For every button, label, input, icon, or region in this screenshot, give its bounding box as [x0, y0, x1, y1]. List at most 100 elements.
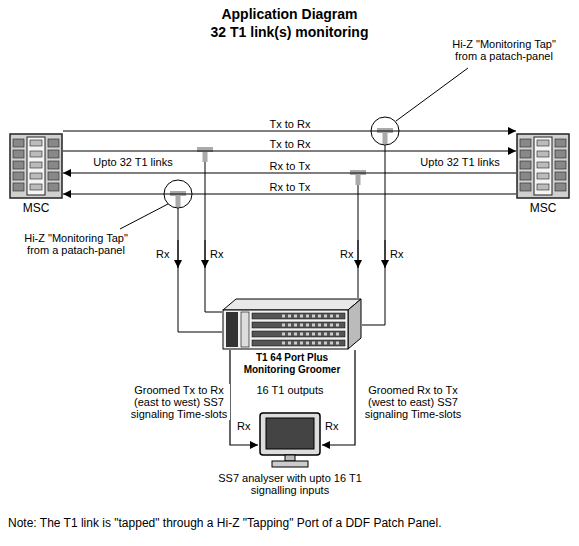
- drawing-part: [520, 172, 531, 180]
- drawing-part: [294, 324, 297, 327]
- drawing-part: [318, 324, 321, 327]
- drawing-part: [27, 137, 45, 195]
- drawing-part: [288, 342, 291, 345]
- drawing-part: [318, 342, 321, 345]
- drawing-part: [13, 150, 24, 158]
- drawing-part: [48, 172, 59, 180]
- drawing-part: [48, 183, 59, 191]
- drawing-part: [306, 342, 309, 345]
- drawing-part: [330, 333, 333, 336]
- drawing-part: [336, 324, 339, 327]
- connector-label: Tx to Rx: [268, 138, 313, 150]
- text-label: Rx: [325, 420, 343, 432]
- drawing-part: [48, 139, 59, 147]
- drawing-part: [348, 299, 361, 349]
- drawing-part: [520, 183, 531, 191]
- drawing-part: [241, 312, 249, 347]
- drawing-part: [260, 413, 320, 455]
- drawing-part: [306, 324, 309, 327]
- drawing-part: [282, 342, 285, 345]
- drawing-part: [13, 183, 24, 191]
- drawing-part: [203, 152, 208, 162]
- drawing-part: [30, 162, 42, 168]
- drawing-part: [288, 324, 291, 327]
- drawing-part: [336, 342, 339, 345]
- drawing-part: [272, 461, 308, 467]
- drawing-part: [205, 158, 222, 312]
- text-label: Rx: [390, 248, 408, 260]
- drawing-part: [300, 333, 303, 336]
- drawing-part: [13, 161, 24, 169]
- connector-label: Groomed Rx to Tx (west to east) SS7 sign…: [362, 384, 464, 420]
- drawing-part: [555, 172, 566, 180]
- connector-line: [63, 150, 516, 151]
- drawing-part: [324, 315, 327, 318]
- drawing-part: [170, 128, 393, 207]
- drawing-part: [282, 324, 285, 327]
- drawing-part: [13, 139, 24, 147]
- drawing-part: [537, 151, 549, 157]
- diagram-title: Application Diagram: [0, 6, 579, 23]
- drawing-part: [300, 315, 303, 318]
- node-box: T1 64 Port Plus Monitoring Groomer: [222, 298, 362, 350]
- drawing-part: [223, 299, 361, 310]
- drawing-part: [537, 184, 549, 190]
- connector-label: Groomed Tx to Rx (east to west) SS7 sign…: [128, 384, 230, 420]
- drawing-part: [356, 175, 361, 185]
- drawing-part: [13, 172, 24, 180]
- drawing-part: [282, 333, 285, 336]
- drawing-part: [10, 134, 62, 198]
- text-label: Rx: [210, 248, 228, 260]
- groomer-chassis-icon: [222, 298, 362, 350]
- drawing-part: [336, 315, 339, 318]
- drawing-part: [300, 324, 303, 327]
- text-label: Upto 32 T1 links: [88, 156, 178, 168]
- text-label: Rx: [340, 248, 358, 260]
- text-label: Upto 32 T1 links: [410, 156, 510, 168]
- drawing-part: [178, 240, 179, 268]
- connector-line: [63, 130, 516, 131]
- analyser-monitor-icon: [258, 412, 322, 468]
- drawing-part: [324, 324, 327, 327]
- drawing-part: [288, 315, 291, 318]
- connector-line: [63, 172, 516, 173]
- drawing-part: [520, 139, 531, 147]
- drawing-part: [358, 180, 359, 298]
- drawing-part: [312, 315, 315, 318]
- drawing-part: [385, 240, 386, 268]
- drawing-part: [312, 333, 315, 336]
- text-label: 16 T1 outputs: [245, 384, 335, 396]
- drawing-part: [555, 161, 566, 169]
- drawing-part: [312, 342, 315, 345]
- node-box: SS7 analyser with upto 16 T1 signalling …: [258, 412, 322, 468]
- msc-switch-icon: [516, 133, 570, 199]
- drawing-part: [306, 333, 309, 336]
- drawing-part: [252, 322, 345, 328]
- drawing-part: [205, 240, 206, 268]
- drawing-part: [520, 150, 531, 158]
- drawing-part: [330, 315, 333, 318]
- text-label: Hi-Z "Monitoring Tap" from a patach-pane…: [440, 38, 568, 62]
- drawing-part: [30, 151, 42, 157]
- connector-label: Tx to Rx: [268, 118, 313, 130]
- drawing-part: [30, 173, 42, 179]
- drawing-part: [555, 150, 566, 158]
- drawing-part: [294, 342, 297, 345]
- drawing-part: [252, 313, 345, 319]
- node-label: SS7 analyser with upto 16 T1 signalling …: [203, 472, 378, 496]
- drawing-part: [294, 315, 297, 318]
- drawing-part: [318, 333, 321, 336]
- drawing-part: [48, 161, 59, 169]
- drawing-part: [178, 208, 222, 332]
- drawing-part: [223, 310, 348, 349]
- drawing-part: [520, 161, 531, 169]
- drawing-part: [226, 312, 238, 347]
- drawing-part: [358, 240, 359, 268]
- drawing-part: [30, 140, 42, 146]
- drawing-part: [266, 418, 314, 449]
- drawing-part: [555, 183, 566, 191]
- node-label: MSC: [6, 202, 66, 214]
- drawing-part: [282, 315, 285, 318]
- node-box: MSC: [516, 133, 570, 199]
- msc-switch-icon: [9, 133, 63, 199]
